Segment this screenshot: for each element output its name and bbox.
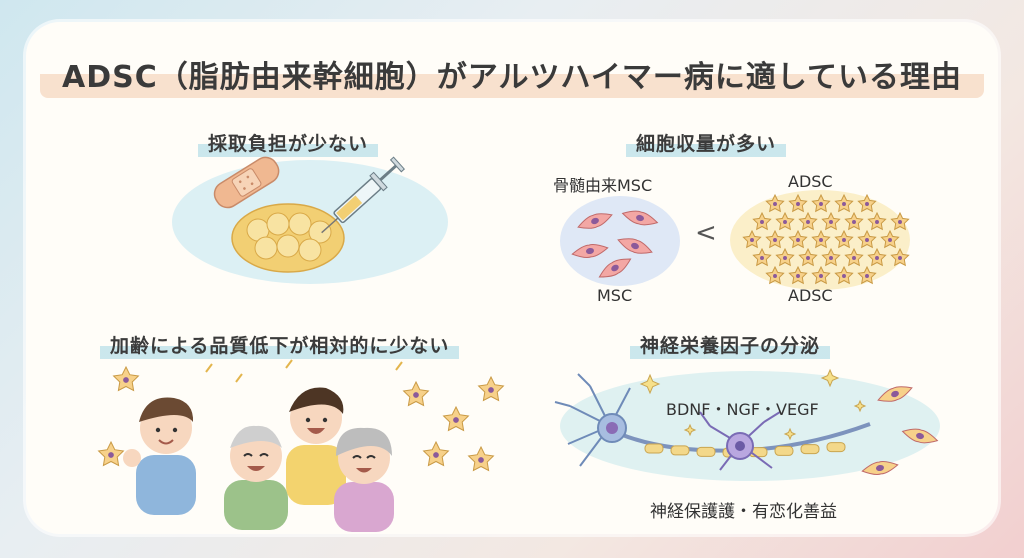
sparkle-line <box>285 359 293 369</box>
panel-title-harvest: 採取負担が少ない <box>198 128 379 157</box>
adsc-cell <box>402 380 430 407</box>
aging-illustration <box>97 359 505 532</box>
adsc-cell <box>765 265 785 285</box>
title-wrap: ADSC（脂肪由来幹細胞）がアルツハイマー病に適している理由 <box>0 50 1024 98</box>
bandage-icon <box>213 156 280 209</box>
msc-cell <box>621 210 659 226</box>
panel-title-yield: 細胞収量が多い <box>626 128 787 157</box>
adsc-cell <box>811 193 831 213</box>
adsc-cell <box>97 440 125 467</box>
neuron-illustration <box>554 368 940 481</box>
adsc-cluster <box>730 190 910 290</box>
adsc-cell <box>788 265 808 285</box>
adsc-cell <box>821 211 841 231</box>
msc-cell <box>598 258 632 278</box>
adsc-cell <box>877 386 913 402</box>
adsc-cell <box>867 247 887 267</box>
adsc-cell <box>901 428 939 444</box>
adsc-cell <box>811 265 831 285</box>
adsc-cell <box>867 211 887 231</box>
sparkle-line <box>205 363 213 373</box>
adsc-cell <box>834 265 854 285</box>
panel-title-aging: 加齢による品質低下が相対的に少ない <box>100 330 460 359</box>
elderly-woman <box>334 427 394 532</box>
adsc-cell <box>788 193 808 213</box>
adsc-cell <box>861 461 899 475</box>
adsc-cell <box>422 440 450 467</box>
adsc-cell <box>798 211 818 231</box>
sparkle-line <box>395 361 403 371</box>
adsc-cell <box>442 405 470 432</box>
panel-title-neurotrophic: 神経栄養因子の分泌 <box>630 330 831 359</box>
sparkle-line <box>235 373 243 383</box>
young-person-center <box>286 387 346 505</box>
adsc-cell <box>775 211 795 231</box>
myelin-segment <box>800 444 820 455</box>
label-adsc-bottom: ADSC <box>788 286 833 305</box>
young-person-left <box>123 397 196 515</box>
adsc-cell <box>467 445 495 472</box>
neuron-center <box>699 411 781 471</box>
myelin-segment <box>670 445 690 456</box>
syringe-icon <box>321 156 405 234</box>
myelin-segment <box>644 443 664 454</box>
adsc-cell <box>844 247 864 267</box>
harvest-illustration <box>172 156 448 284</box>
adsc-cell <box>752 247 772 267</box>
msc-cluster <box>560 196 680 286</box>
adsc-cell <box>821 247 841 267</box>
label-msc: MSC <box>597 286 633 305</box>
myelin-segment <box>774 445 794 456</box>
sparkle-icon <box>683 423 697 437</box>
myelin-segment <box>696 446 716 457</box>
msc-cell <box>577 213 613 229</box>
factor-list: BDNF・NGF・VEGF <box>666 400 819 419</box>
adsc-cell <box>752 211 772 231</box>
adsc-cell <box>742 229 762 249</box>
adsc-cell <box>788 229 808 249</box>
label-adsc-top: ADSC <box>788 172 833 191</box>
adsc-cell <box>112 365 140 392</box>
adsc-cell <box>834 229 854 249</box>
myelin-segment <box>826 442 846 453</box>
elderly-man <box>224 425 288 530</box>
adsc-cell <box>775 247 795 267</box>
adsc-cell <box>890 211 910 231</box>
fat-tissue-icon <box>231 203 345 273</box>
adsc-cell <box>477 375 505 402</box>
label-bone-marrow-msc: 骨髄由来MSC <box>553 176 653 195</box>
sparkle-icon <box>783 427 797 441</box>
adsc-cell <box>765 229 785 249</box>
msc-cell <box>617 238 653 254</box>
neuro-caption: 神経保護護・有恋化善益 <box>650 502 837 522</box>
adsc-cell <box>857 265 877 285</box>
sparkle-icon <box>639 373 661 395</box>
adsc-cell <box>844 211 864 231</box>
adsc-cell <box>880 229 900 249</box>
main-title: ADSC（脂肪由来幹細胞）がアルツハイマー病に適している理由 <box>40 50 984 98</box>
adsc-cell <box>811 229 831 249</box>
msc-cell <box>571 244 609 258</box>
adsc-cell <box>890 247 910 267</box>
adsc-cell <box>765 193 785 213</box>
adsc-cell <box>834 193 854 213</box>
adsc-cell <box>857 193 877 213</box>
yield-comparator: < <box>695 218 717 248</box>
sparkle-icon <box>820 368 840 388</box>
sparkle-icon <box>853 399 867 413</box>
adsc-cell <box>798 247 818 267</box>
adsc-cell <box>857 229 877 249</box>
